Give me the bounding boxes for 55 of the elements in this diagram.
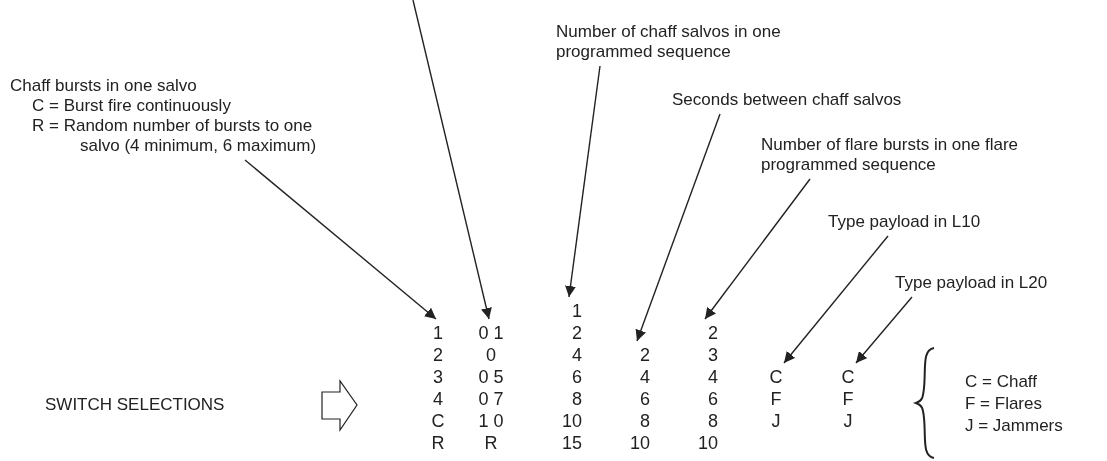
legend-text: J = Jammers [965,415,1063,437]
switch-value: C [430,410,446,432]
callout-text: Seconds between chaff salvos [672,90,902,110]
switch-value: 8 [707,410,718,432]
switch-value: 1 [432,322,444,344]
switch-value: 3 [707,344,718,366]
leader-arrow [704,178,811,320]
leader-arrow [783,235,889,364]
callout-text: Type payload in L10 [828,212,981,232]
switch-value: 4 [571,344,582,366]
leader-arrow [244,159,437,320]
switch-value: 8 [639,410,650,432]
switch-value: 0 [485,344,497,366]
switch-value: 0 1 [477,322,505,344]
switch-value: 4 [432,388,444,410]
row-label: SWITCH SELECTIONS [45,394,225,416]
switch-value: 1 0 [477,410,505,432]
callout-text: C = Burst fire continuously [31,96,232,116]
legend-text: F = Flares [965,393,1042,415]
switch-value: R [483,432,499,454]
switch-value: 4 [707,366,718,388]
legend-text: C = Chaff [965,371,1037,393]
leader-arrow [855,296,913,364]
switch-value: F [769,388,783,410]
callout-text: R = Random number of bursts to one salvo (4 minimum, 6 maximum) [31,116,318,156]
switch-value: 0 5 [477,366,505,388]
switch-value: C [840,366,856,388]
switch-value: 2 [639,344,650,366]
callout-text: Type payload in L20 [895,273,1048,293]
switch-value: 10 [628,432,650,454]
switch-value: 8 [571,388,582,410]
switch-value: 10 [696,432,718,454]
switch-value: 2 [432,344,444,366]
callout-text: Number of flare bursts in one flare programmed sequence [761,135,1061,175]
switch-value: 2 [571,322,582,344]
switch-value: J [842,410,854,432]
switch-value: 6 [707,388,718,410]
switch-value: 2 [707,322,718,344]
switch-value: 3 [432,366,444,388]
leader-arrow [412,0,492,320]
switch-value: F [841,388,855,410]
switch-value: 10 [560,410,582,432]
switch-value: 0 7 [477,388,505,410]
switch-value: R [430,432,446,454]
switch-value: 6 [639,388,650,410]
switch-value: 4 [639,366,650,388]
leader-arrow [565,65,601,298]
switch-value: C [768,366,784,388]
leader-arrow [635,113,721,342]
switch-value: 1 [571,300,582,322]
callout-text: Number of chaff salvos in one programmed sequence [556,22,856,62]
switch-value: 6 [571,366,582,388]
callout-heading: Chaff bursts in one salvo [10,76,198,96]
switch-value: J [770,410,782,432]
switch-value: 15 [560,432,582,454]
